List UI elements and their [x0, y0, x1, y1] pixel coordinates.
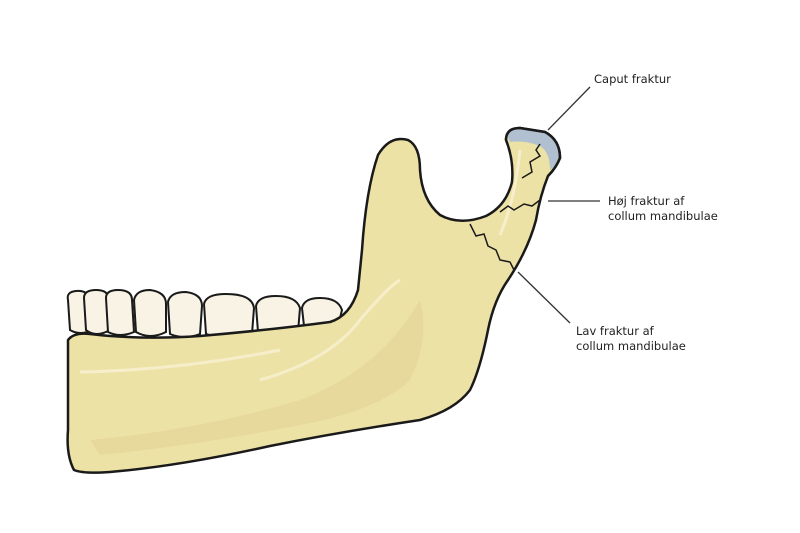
label-line: Høj fraktur af — [608, 194, 685, 208]
label-line: collum mandibulae — [576, 339, 686, 353]
leader-lines — [517, 86, 600, 324]
label-hoj-fraktur: Høj fraktur af collum mandibulae — [608, 194, 718, 224]
caput-fracture-line — [521, 143, 542, 179]
label-lav-fraktur: Lav fraktur af collum mandibulae — [576, 324, 686, 354]
mandible-body — [66, 126, 562, 474]
cartilage-cap — [507, 129, 559, 170]
label-caput-fraktur: Caput fraktur — [594, 72, 671, 86]
low-fracture-line — [469, 223, 515, 271]
high-fracture-line — [499, 199, 541, 213]
label-line: collum mandibulae — [608, 209, 718, 223]
label-line: Lav fraktur af — [576, 324, 654, 338]
fracture-lines — [469, 143, 542, 271]
shading — [79, 149, 522, 382]
